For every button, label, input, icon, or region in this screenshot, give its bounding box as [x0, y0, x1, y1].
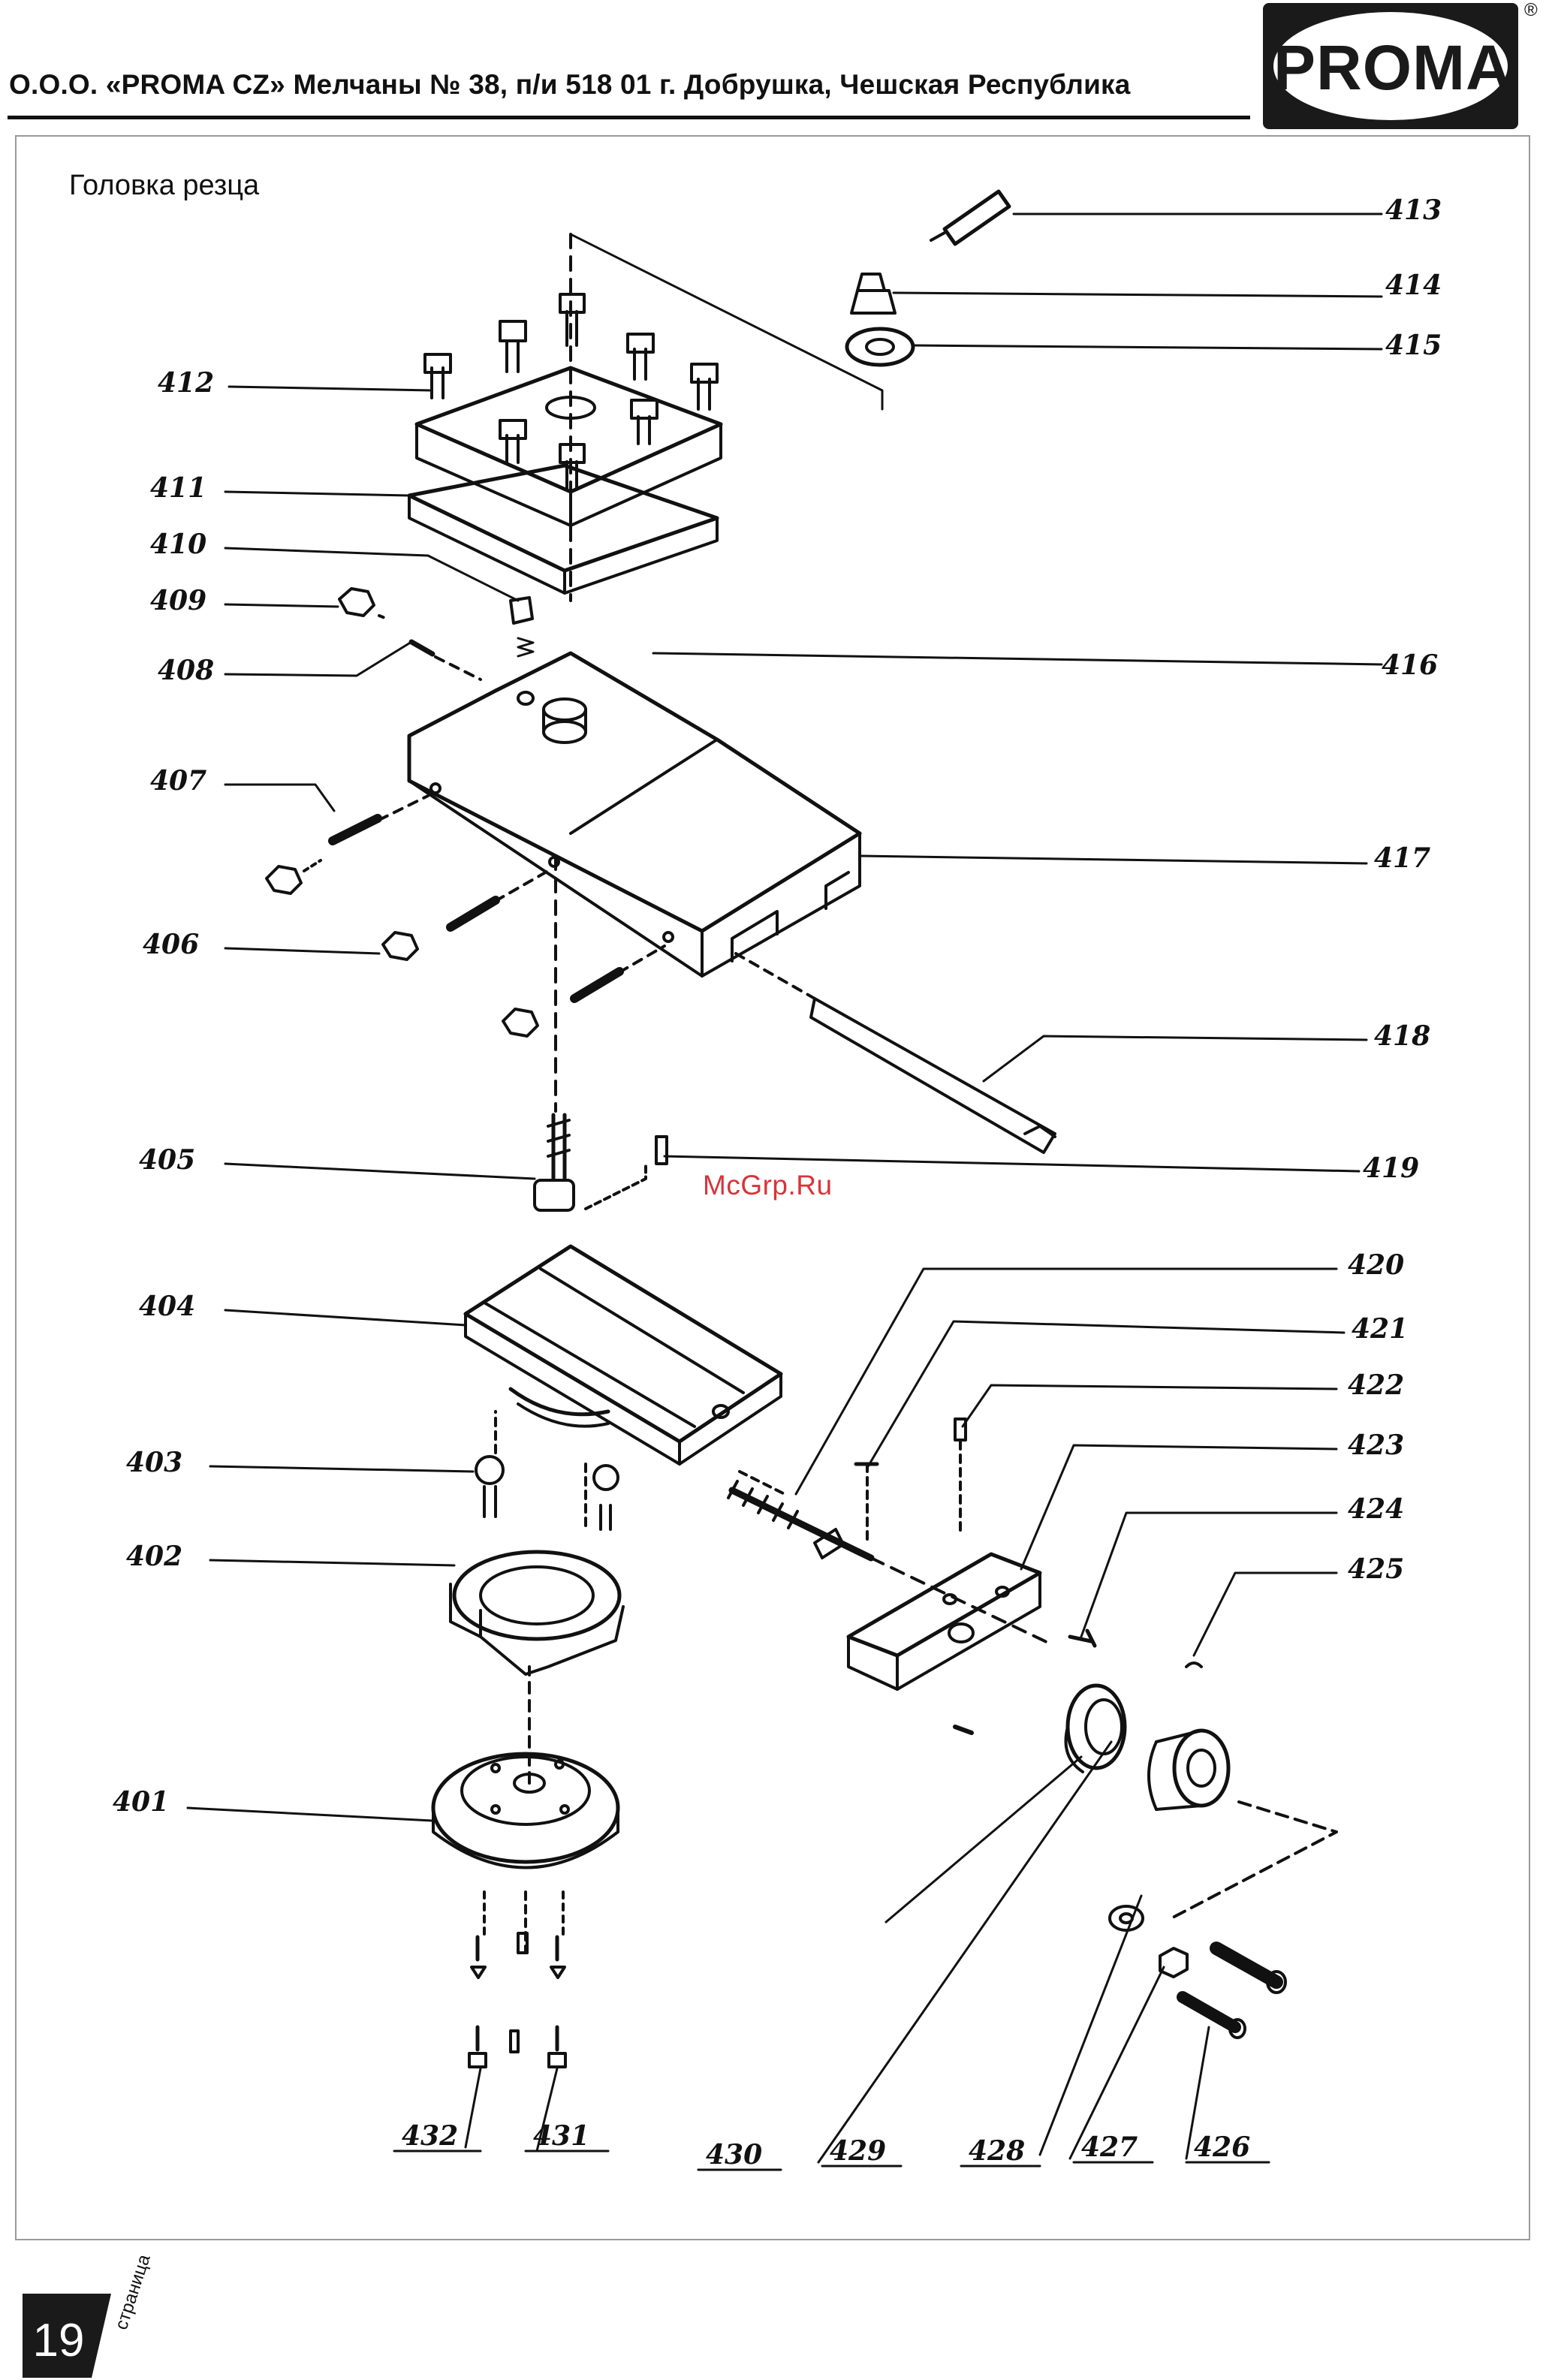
part-label-430: 430	[706, 2139, 762, 2171]
clamp-plate	[409, 465, 717, 593]
part-label-425: 425	[1348, 1553, 1404, 1585]
collar	[1066, 1686, 1126, 1772]
tool-post-block	[417, 294, 721, 526]
handwheel-hub	[1149, 1731, 1228, 1809]
part-label-427: 427	[1081, 2131, 1138, 2163]
top-slide	[466, 1246, 781, 1464]
part-label-414: 414	[1385, 270, 1442, 301]
base-disc	[433, 1754, 618, 1868]
part-label-417: 417	[1374, 842, 1430, 874]
part-label-422: 422	[1348, 1369, 1404, 1401]
part-label-406: 406	[143, 929, 199, 960]
part-label-416: 416	[1382, 649, 1438, 681]
part-label-432: 432	[402, 2120, 458, 2152]
part-label-428: 428	[969, 2135, 1025, 2167]
part-label-418: 418	[1374, 1020, 1430, 1052]
part-label-405: 405	[139, 1144, 195, 1176]
part-label-411: 411	[150, 472, 206, 504]
part-label-407: 407	[150, 765, 206, 797]
part-label-401: 401	[113, 1786, 169, 1818]
part-label-415: 415	[1385, 330, 1442, 361]
part-label-413: 413	[1385, 194, 1442, 226]
part-label-403: 403	[126, 1447, 182, 1478]
page-number: 19	[14, 2314, 104, 2367]
swivel-base	[451, 1552, 623, 1674]
part-label-423: 423	[1348, 1430, 1404, 1461]
part-label-424: 424	[1348, 1493, 1404, 1525]
part-label-429: 429	[830, 2135, 886, 2167]
part-label-410: 410	[150, 529, 206, 560]
part-label-402: 402	[126, 1541, 182, 1572]
part-label-412: 412	[158, 367, 214, 399]
part-label-431: 431	[533, 2120, 589, 2152]
compound-rest-body	[409, 653, 860, 976]
part-label-421: 421	[1352, 1313, 1408, 1345]
part-label-426: 426	[1194, 2131, 1250, 2163]
lead-screw-bracket	[848, 1554, 1040, 1689]
part-label-409: 409	[150, 585, 206, 616]
part-label-420: 420	[1348, 1249, 1404, 1281]
part-label-408: 408	[158, 655, 214, 686]
part-label-419: 419	[1363, 1152, 1419, 1184]
part-label-404: 404	[139, 1291, 195, 1322]
watermark-text: McGrp.Ru	[703, 1170, 833, 1201]
